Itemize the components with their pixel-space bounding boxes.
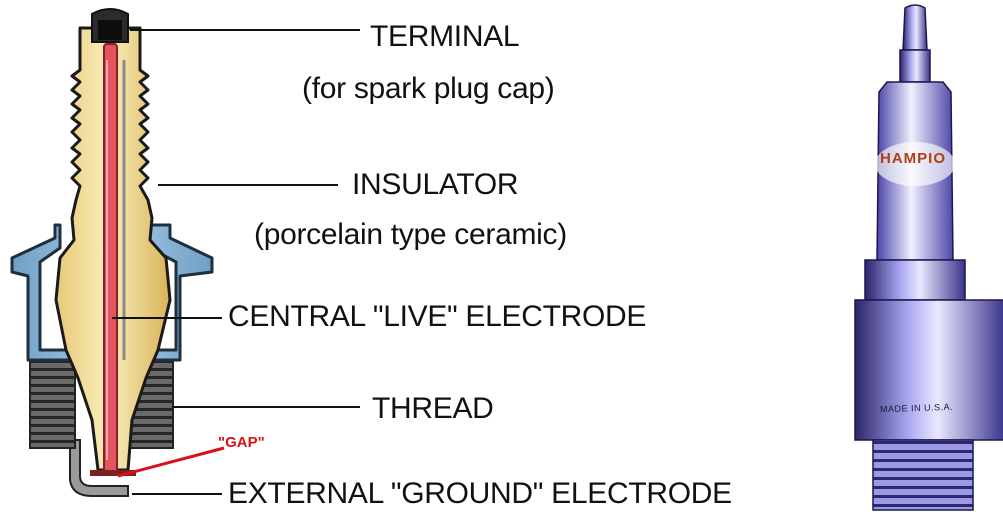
spark-plug-cutaway	[10, 8, 214, 497]
thread-label: THREAD	[372, 392, 494, 425]
ground-electrode-label: EXTERNAL "GROUND" ELECTRODE	[228, 477, 732, 510]
photo-brand-text: HAMPIO	[880, 150, 946, 167]
metal-shell-shape	[10, 223, 214, 362]
terminal-label: TERMINAL	[370, 20, 520, 53]
gap-label: "GAP"	[218, 434, 265, 451]
insulator-sublabel: (porcelain type ceramic)	[254, 218, 567, 251]
spark-plug-photo	[854, 4, 1003, 511]
gap-leader	[117, 446, 225, 478]
central-electrode-label: CENTRAL "LIVE" ELECTRODE	[228, 300, 647, 333]
terminal-sublabel: (for spark plug cap)	[302, 72, 555, 105]
insulator-label: INSULATOR	[352, 168, 519, 201]
